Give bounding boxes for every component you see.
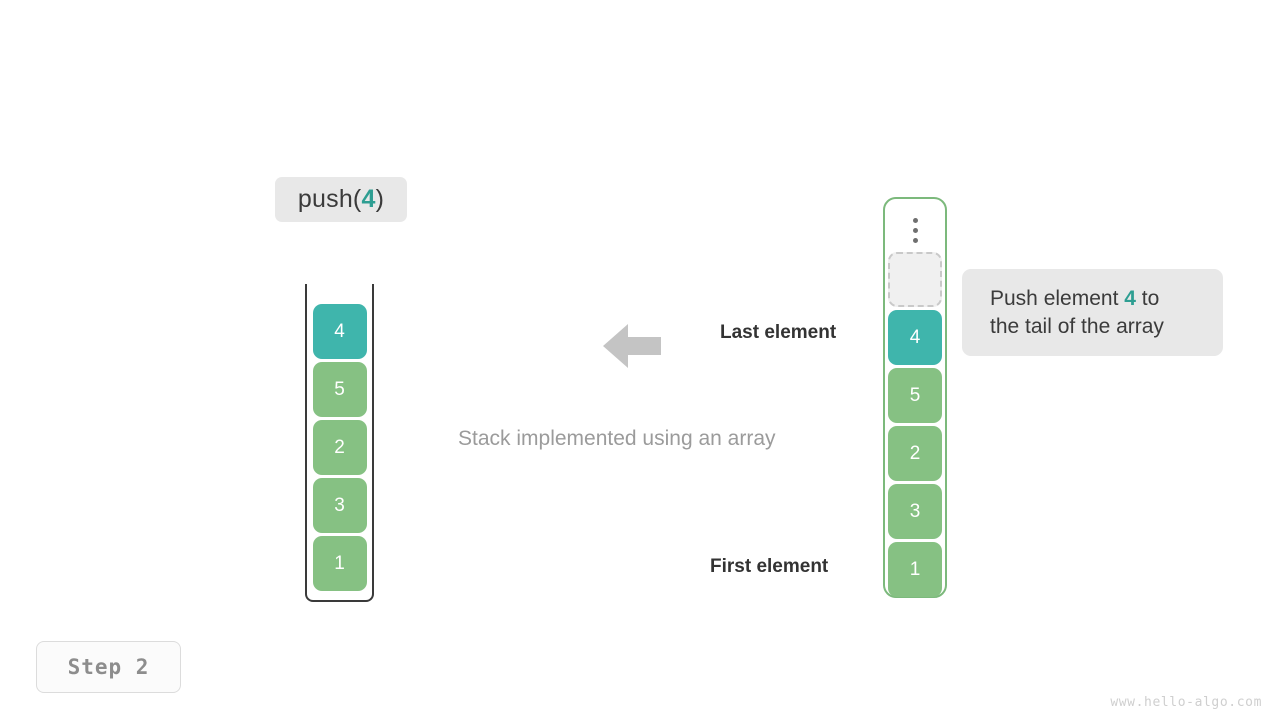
center-caption: Stack implemented using an array bbox=[458, 427, 776, 450]
callout-box: Push element 4 to the tail of the array bbox=[962, 269, 1223, 356]
array-cell-value: 2 bbox=[909, 442, 921, 464]
watermark: www.hello-algo.com bbox=[1110, 695, 1262, 710]
array-cell: 1 bbox=[888, 542, 942, 597]
array-cell: 4 bbox=[888, 310, 942, 365]
stack-cell: 2 bbox=[312, 420, 367, 475]
stack-container: 4 5 2 3 1 bbox=[305, 284, 374, 602]
operation-label-value: 4 bbox=[361, 185, 376, 213]
callout-line2: the tail of the array bbox=[990, 314, 1164, 338]
stack-cell: 5 bbox=[312, 362, 367, 417]
step-badge: Step 2 bbox=[36, 641, 181, 693]
stack-cell-value: 2 bbox=[334, 436, 345, 458]
callout-line1-prefix: Push element bbox=[990, 286, 1125, 310]
operation-label-prefix: push( bbox=[297, 185, 362, 213]
array-empty-slot bbox=[888, 252, 942, 307]
stack-cell-value: 3 bbox=[334, 494, 345, 516]
last-element-label: Last element bbox=[720, 322, 837, 343]
array-cell-value: 1 bbox=[909, 558, 921, 580]
array-container: 4 5 2 3 1 bbox=[883, 197, 947, 598]
vertical-ellipsis-icon bbox=[888, 208, 942, 252]
callout-line1-value: 4 bbox=[1124, 286, 1136, 310]
first-element-label: First element bbox=[710, 556, 829, 577]
stack-cell: 3 bbox=[312, 478, 367, 533]
operation-label: push(4) bbox=[275, 177, 407, 222]
callout-line1-suffix: to bbox=[1135, 286, 1160, 310]
callout-text: Push element 4 to the tail of the array bbox=[990, 285, 1164, 341]
array-cell-value: 5 bbox=[909, 384, 921, 406]
stack-cell: 4 bbox=[312, 304, 367, 359]
array-cell: 3 bbox=[888, 484, 942, 539]
array-cell: 5 bbox=[888, 368, 942, 423]
array-cell-value: 3 bbox=[909, 500, 921, 522]
arrow-left-icon bbox=[602, 320, 662, 372]
stack-cell-value: 5 bbox=[334, 378, 345, 400]
array-cell: 2 bbox=[888, 426, 942, 481]
operation-label-suffix: ) bbox=[375, 185, 385, 213]
stack-cell-value: 1 bbox=[334, 552, 345, 574]
stack-cell-value: 4 bbox=[334, 320, 345, 342]
stack-cell: 1 bbox=[312, 536, 367, 591]
array-cell-value: 4 bbox=[909, 326, 921, 348]
